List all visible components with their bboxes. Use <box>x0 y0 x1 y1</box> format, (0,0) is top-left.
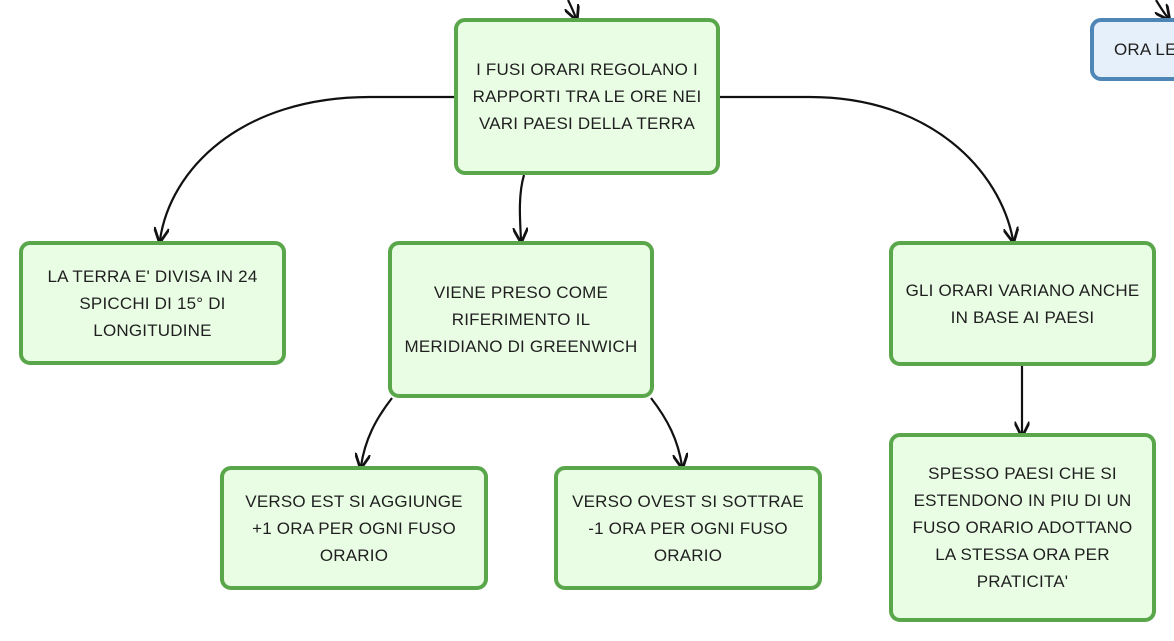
node-orari-label: GLI ORARI VARIANO ANCHE IN BASE AI PAESI <box>905 280 1140 327</box>
node-spicchi-label: LA TERRA E' DIVISA IN 24 SPICCHI DI 15° … <box>47 266 258 340</box>
edge-root-to-greenwich <box>520 174 524 240</box>
edge-root-to-spicchi <box>160 95 454 240</box>
edge-greenwich-to-ovest <box>650 397 682 466</box>
node-greenwich[interactable]: VIENE PRESO COME RIFERIMENTO IL MERIDIAN… <box>388 241 654 398</box>
node-spicchi[interactable]: LA TERRA E' DIVISA IN 24 SPICCHI DI 15° … <box>19 241 286 365</box>
node-ovest-label: VERSO OVEST SI SOTTRAE -1 ORA PER OGNI F… <box>572 491 804 565</box>
node-ora-partial-label: ORA LE <box>1114 40 1174 59</box>
node-orari[interactable]: GLI ORARI VARIANO ANCHE IN BASE AI PAESI <box>889 241 1156 366</box>
node-greenwich-label: VIENE PRESO COME RIFERIMENTO IL MERIDIAN… <box>404 283 638 356</box>
node-spesso[interactable]: SPESSO PAESI CHE SI ESTENDONO IN PIU DI … <box>889 433 1156 622</box>
node-est[interactable]: VERSO EST SI AGGIUNGE +1 ORA PER OGNI FU… <box>220 466 488 590</box>
node-ora-partial[interactable]: ORA LE <box>1090 18 1174 81</box>
node-ovest[interactable]: VERSO OVEST SI SOTTRAE -1 ORA PER OGNI F… <box>554 466 822 590</box>
node-root[interactable]: I FUSI ORARI REGOLANO I RAPPORTI TRA LE … <box>454 18 720 175</box>
edge-root-to-orari <box>720 95 1013 240</box>
node-root-label: I FUSI ORARI REGOLANO I RAPPORTI TRA LE … <box>472 60 702 133</box>
node-spesso-label: SPESSO PAESI CHE SI ESTENDONO IN PIU DI … <box>912 464 1133 591</box>
edge-greenwich-to-est <box>361 397 393 466</box>
node-est-label: VERSO EST SI AGGIUNGE +1 ORA PER OGNI FU… <box>245 491 463 565</box>
edge-top-to-ora <box>1156 0 1168 18</box>
edge-top-to-root <box>568 0 576 18</box>
